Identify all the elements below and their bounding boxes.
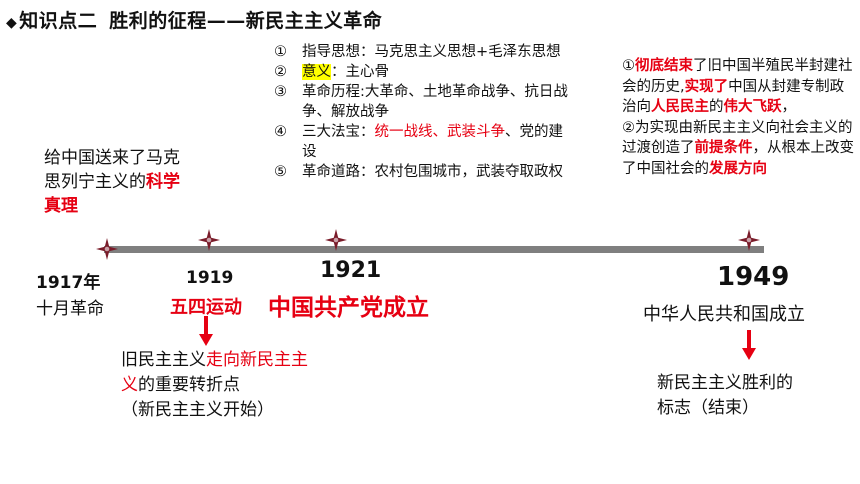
point-item: ② 意义：主心骨: [274, 62, 574, 82]
point-text: 指导思想：马克思主义思想+毛泽东思想: [302, 44, 561, 60]
diamond-bullet-icon: ◆: [6, 15, 18, 31]
point-item: ③ 革命历程:大革命、土地革命战争、抗日战争、解放战争: [274, 82, 574, 122]
event-1919: 五四运动: [170, 297, 242, 318]
star-marker-icon: [325, 229, 347, 251]
page-title: ◆知识点二胜利的征程——新民主主义革命: [6, 6, 382, 33]
event-1917: 十月革命: [36, 299, 104, 319]
points-list: ① 指导思想：马克思主义思想+毛泽东思想 ② 意义：主心骨 ③ 革命历程:大革命…: [274, 42, 574, 182]
left-note-red: 科学真理: [44, 172, 180, 216]
highlighted-label: 意义: [302, 64, 331, 80]
title-part1: 知识点二: [19, 10, 98, 32]
note-1919: 旧民主主义走向新民主主义的重要转折点（新民主主义开始）: [121, 350, 308, 420]
year-1919: 1919: [186, 268, 234, 288]
arrow-down-icon: [742, 330, 756, 360]
star-marker-icon: [198, 229, 220, 251]
point-number: ①: [274, 44, 287, 60]
year-1921: 1921: [320, 258, 382, 283]
star-marker-icon: [738, 229, 760, 251]
point-text-red: 统一战线、武装斗争: [374, 124, 506, 140]
point-text: 革命历程:大革命、土地革命战争、抗日战争、解放战争: [302, 84, 568, 120]
year-1949: 1949: [717, 262, 790, 292]
star-marker-icon: [96, 238, 118, 260]
point-text: 革命道路：农村包围城市，武装夺取政权: [302, 164, 563, 180]
event-1921: 中国共产党成立: [268, 295, 429, 321]
event-1949: 中华人民共和国成立: [643, 304, 805, 325]
point-text: 、党的建设: [302, 124, 563, 160]
point-text: 三大法宝：: [302, 124, 375, 140]
point-item: ⑤ 革命道路：农村包围城市，武装夺取政权: [274, 162, 574, 182]
left-note: 给中国送来了马克思列宁主义的科学真理: [44, 148, 180, 216]
point-item: ④ 三大法宝：统一战线、武装斗争、党的建设: [274, 122, 574, 162]
arrow-down-icon: [199, 316, 213, 346]
point-number: ④: [274, 124, 287, 140]
title-part2: 胜利的征程——新民主主义革命: [109, 10, 383, 32]
timeline-bar: [104, 246, 764, 253]
point-number: ③: [274, 84, 287, 100]
significance-note: ①彻底结束了旧中国半殖民半封建社会的历史,实现了中国从封建专制政治向人民民主的伟…: [622, 58, 854, 177]
point-text: ：主心骨: [331, 64, 389, 80]
point-item: ① 指导思想：马克思主义思想+毛泽东思想: [274, 42, 574, 62]
note-1949: 新民主主义胜利的标志（结束）: [657, 373, 793, 418]
point-number: ②: [274, 64, 287, 80]
year-1917: 1917年: [36, 273, 101, 293]
point-number: ⑤: [274, 164, 287, 180]
